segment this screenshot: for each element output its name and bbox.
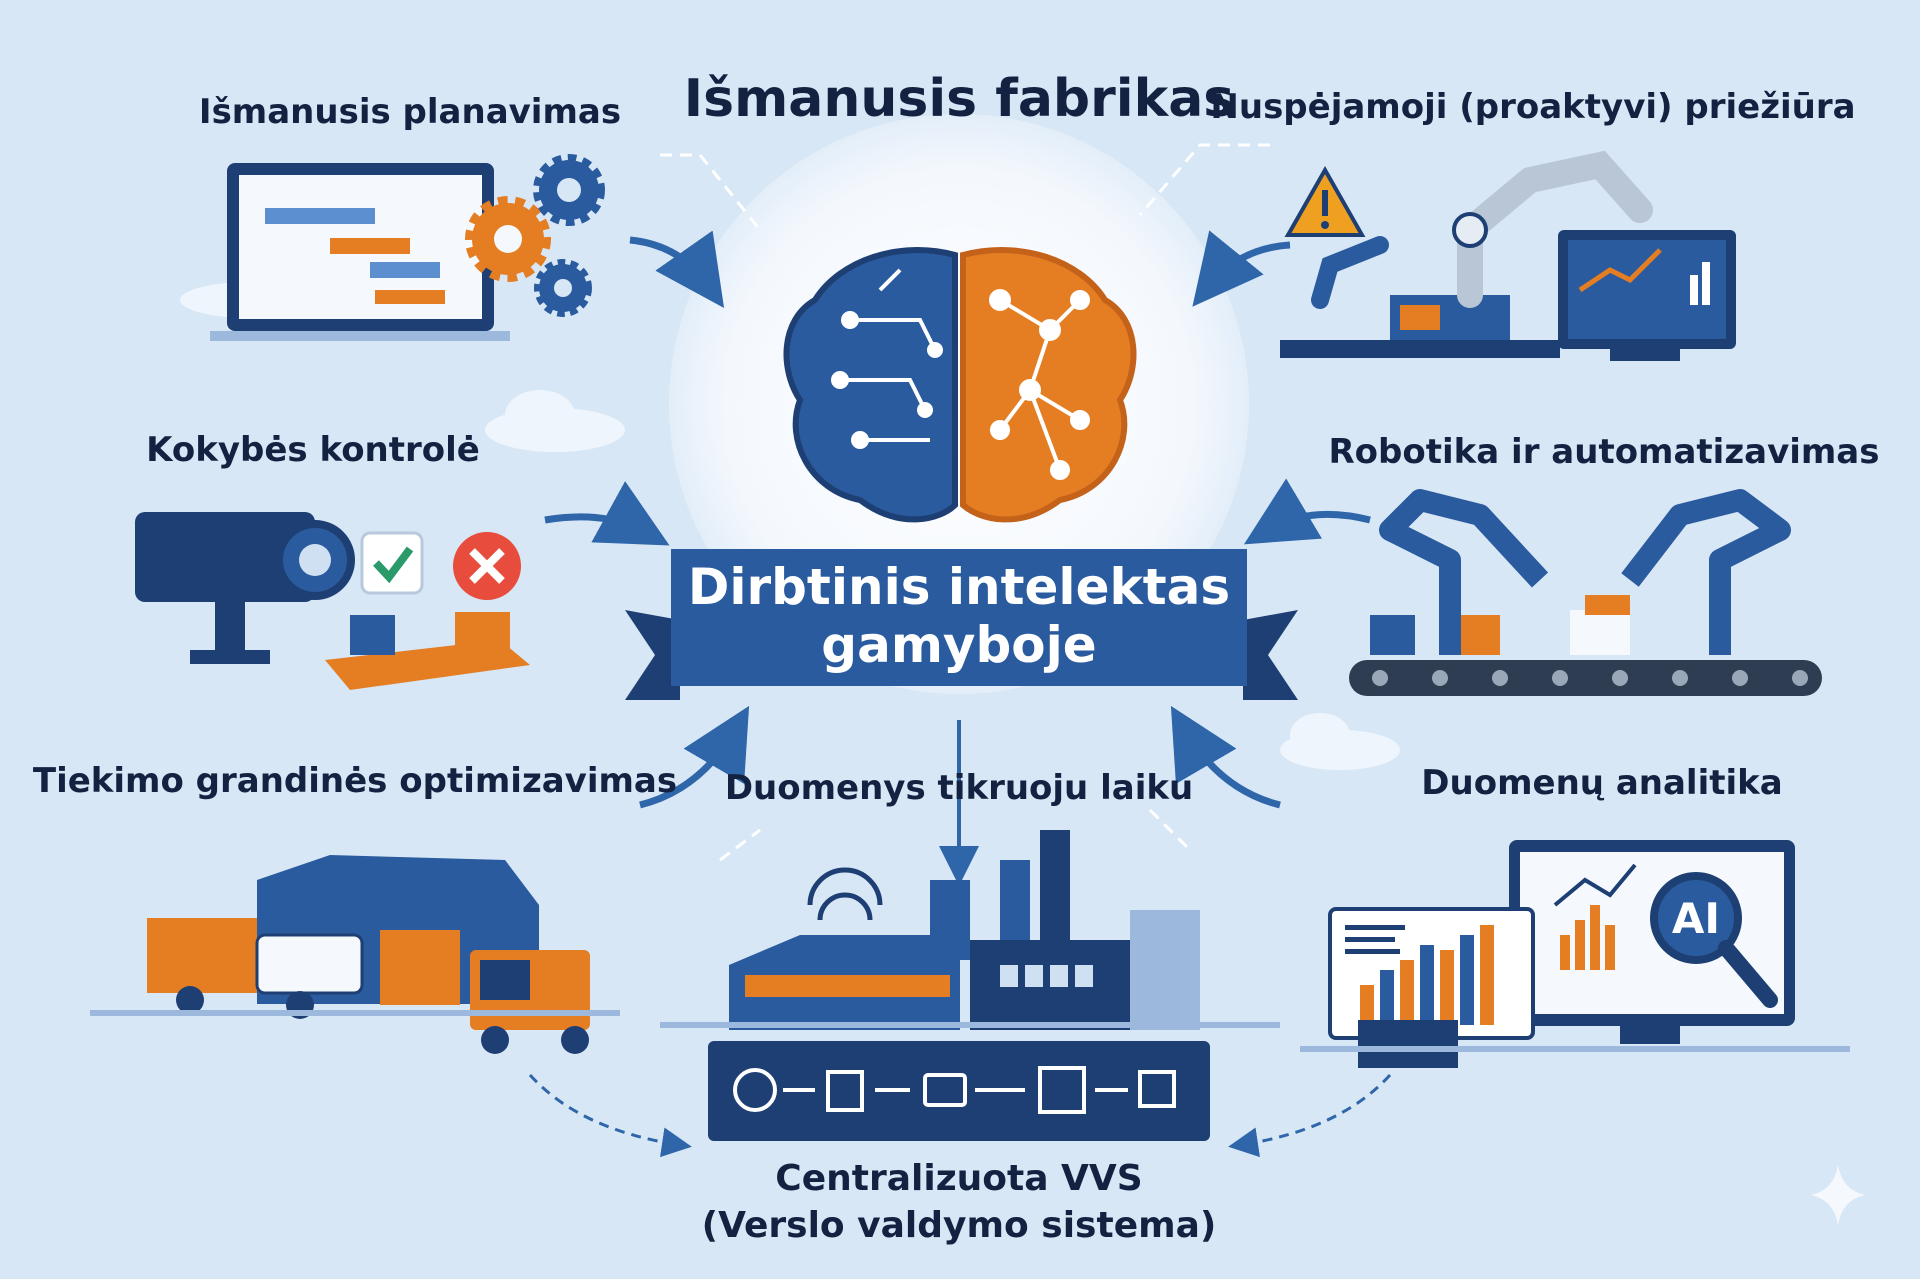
document-icon [826, 1070, 864, 1112]
robotic-assembly-line-illustration [1349, 489, 1822, 696]
erp-workflow-bar [708, 1041, 1210, 1141]
gear-icons [465, 154, 605, 317]
center-banner [625, 549, 1298, 700]
warehouse-logistics-illustration [90, 855, 620, 1054]
label-maintenance: Nuspėjamoji (proaktyvi) priežiūra [1210, 87, 1855, 127]
ai-badge: AI [1672, 894, 1720, 943]
camera-inspection-illustration [135, 512, 530, 690]
robot-arm-maintenance-illustration [1280, 150, 1736, 361]
label-robotics: Robotika ir automatizavimas [1329, 432, 1880, 472]
wifi-icon [807, 867, 883, 921]
check-icon [360, 531, 424, 595]
label-analytics: Duomenų analitika [1421, 763, 1782, 803]
center-title-line2: gamyboje [821, 616, 1096, 674]
magnifier-icon [1650, 872, 1742, 964]
label-erp-line1: Centralizuota VVS [775, 1158, 1142, 1199]
warning-icon [1284, 165, 1366, 237]
reject-x-icon [453, 532, 521, 600]
planning-monitor-illustration [210, 163, 510, 341]
analytics-illustration [1300, 840, 1850, 1068]
label-supply-chain: Tiekimo grandinės optimizavimas [33, 761, 677, 801]
label-quality: Kokybės kontrolė [146, 430, 480, 470]
page-title: Išmanusis fabrikas [684, 69, 1234, 129]
dashed-connectors [660, 143, 1270, 862]
label-realtime-data: Duomenys tikruoju laiku [725, 768, 1193, 808]
ai-brain-icon [783, 247, 1137, 523]
label-planning: Išmanusis planavimas [199, 92, 621, 132]
label-erp-line2: (Verslo valdymo sistema) [702, 1205, 1217, 1246]
erp-dashed-arrows [528, 1073, 1392, 1158]
click-icon [1138, 1070, 1176, 1108]
center-title-line1: Dirbtinis intelektas [688, 558, 1230, 616]
grid-icon [1038, 1066, 1086, 1114]
user-gear-icon [733, 1068, 777, 1112]
factory-illustration [660, 830, 1280, 1030]
monitor-icon [923, 1073, 967, 1107]
flow-arrows [544, 230, 1371, 886]
sparkle-icon [1811, 1165, 1865, 1225]
